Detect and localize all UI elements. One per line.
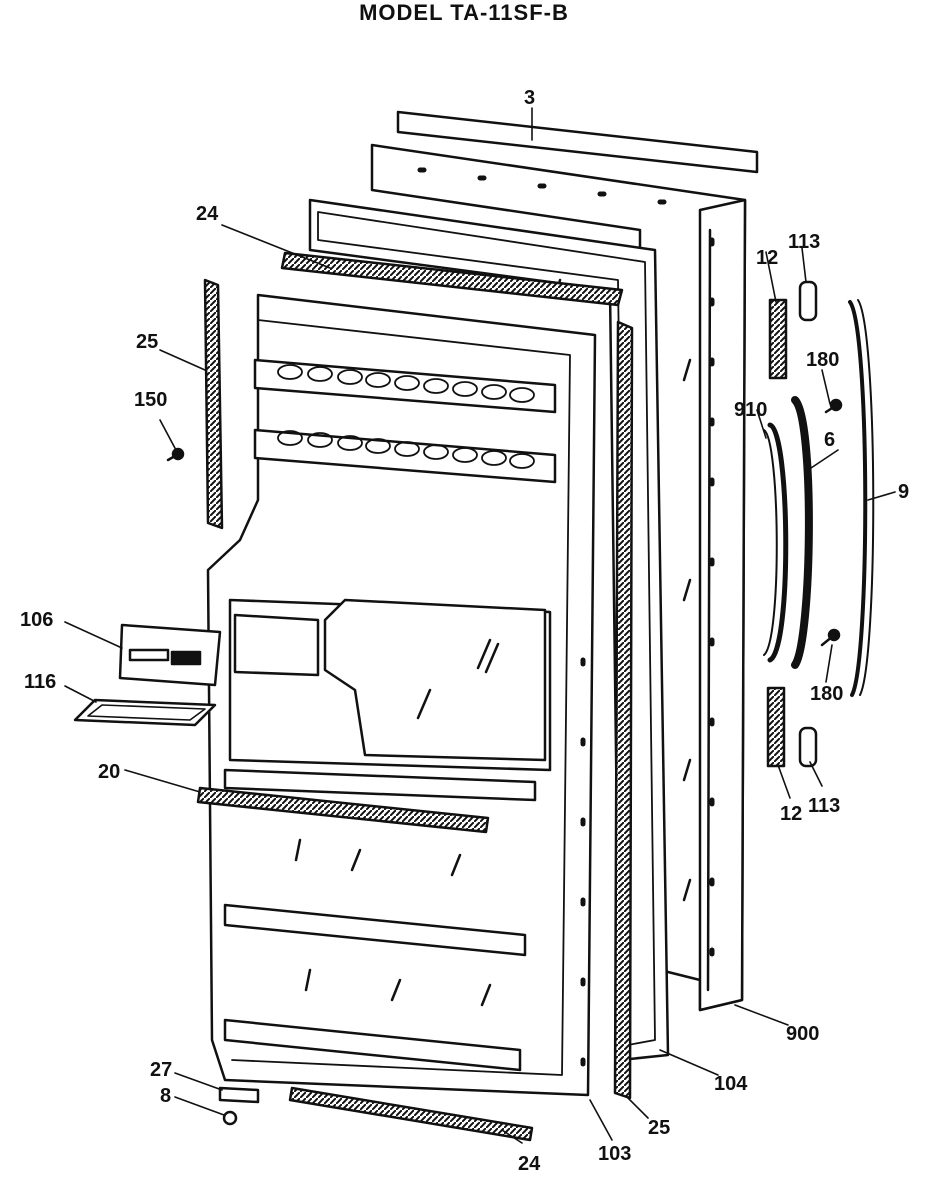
leader-lines — [64, 107, 896, 1144]
breaker-strip-top-part — [280, 251, 624, 307]
breaker-strip-right-part — [613, 320, 634, 1100]
top-trim-strip-part — [396, 110, 759, 174]
breaker-strip-bottom-part — [288, 1086, 534, 1142]
clip-lower-part — [798, 726, 818, 768]
shelf-bar-part — [196, 786, 490, 834]
callout-103: 103 — [598, 1143, 631, 1165]
callout-104: 104 — [714, 1073, 748, 1095]
callout-8: 8 — [160, 1085, 171, 1107]
callout-180-upper: 180 — [806, 349, 839, 371]
handle-insert-part — [791, 396, 813, 669]
callout-24-bottom: 24 — [518, 1153, 541, 1175]
control-housing-part — [118, 623, 222, 687]
tray-part — [73, 698, 217, 727]
handle-trim-part — [848, 299, 875, 697]
callout-113-upper: 113 — [788, 231, 820, 253]
callout-12-upper: 12 — [756, 247, 778, 269]
callout-3: 3 — [524, 87, 535, 109]
callout-9: 9 — [898, 481, 909, 503]
callout-25-left: 25 — [136, 331, 158, 353]
callout-6: 6 — [824, 429, 835, 451]
callout-910: 910 — [734, 399, 767, 421]
breaker-strip-left-part — [203, 278, 224, 530]
callout-labels: 3 24 25 150 106 116 20 27 8 24 103 25 10… — [20, 87, 909, 1175]
callout-20: 20 — [98, 761, 120, 783]
callout-113-lower: 113 — [808, 795, 840, 817]
callout-116: 116 — [24, 671, 56, 693]
inner-door-liner-part — [206, 293, 597, 1097]
door-handle-part — [763, 422, 789, 663]
callout-106: 106 — [20, 609, 53, 631]
callout-900: 900 — [786, 1023, 819, 1045]
model-title: MODEL TA-11SF-B — [359, 0, 569, 25]
handle-mount-lower-part — [766, 686, 786, 768]
callout-150: 150 — [134, 389, 167, 411]
callout-180-lower: 180 — [810, 683, 843, 705]
handle-mount-upper-part — [768, 298, 788, 380]
hinge-cover-part — [218, 1086, 260, 1126]
callout-25-right: 25 — [648, 1117, 670, 1139]
callout-12-lower: 12 — [780, 803, 802, 825]
clip-upper-part — [798, 280, 818, 322]
screw-150-part — [166, 447, 185, 462]
screw-180-upper-part — [824, 398, 843, 414]
callout-27: 27 — [150, 1059, 172, 1081]
callout-24-top: 24 — [196, 203, 219, 225]
screw-180-lower-part — [820, 628, 841, 647]
